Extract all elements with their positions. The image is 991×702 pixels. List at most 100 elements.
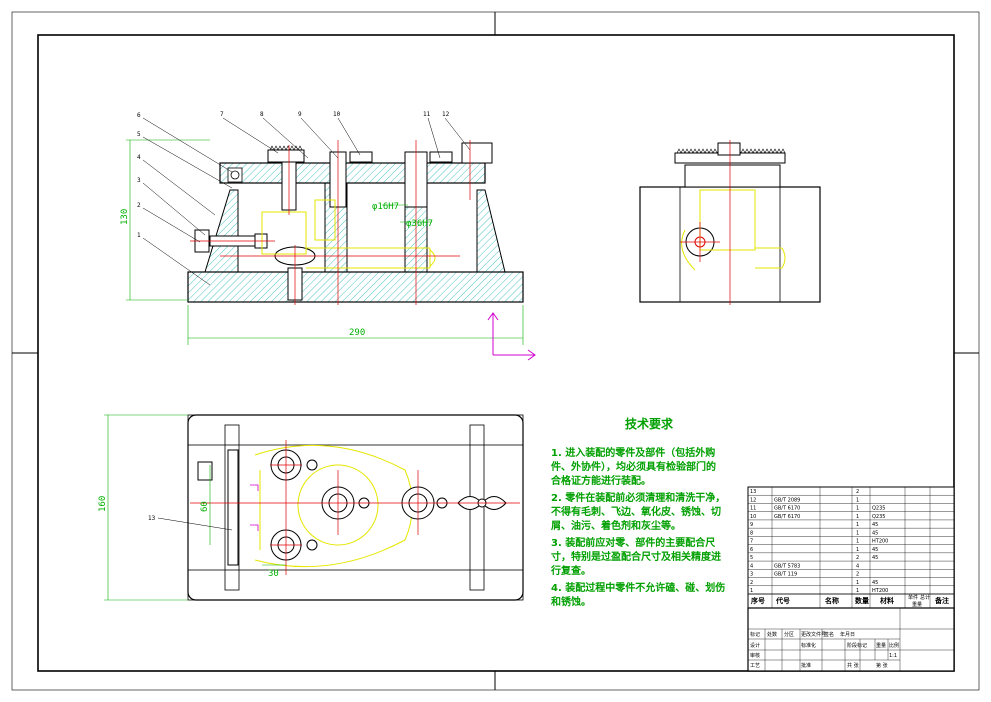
bom-cell-seq: 1 xyxy=(750,588,753,594)
bom-cell-qty: 2 xyxy=(856,489,859,495)
bom-cell-mat: 45 xyxy=(872,522,878,528)
tech-line-7: 3. 装配前应对零、部件的主要配合尺 xyxy=(551,536,715,549)
tech-line-10: 4. 装配过程中零件不允许磕、碰、划伤 xyxy=(551,581,725,594)
front-section-view xyxy=(126,139,536,361)
bom-cell-qty: 1 xyxy=(856,514,859,520)
tb-scale: 比例 xyxy=(889,642,899,649)
bom-cell-seq: 6 xyxy=(750,547,753,553)
callout-9: 9 xyxy=(298,111,302,118)
bom-header-remark: 备注 xyxy=(934,596,949,605)
tech-line-4: 2. 零件在装配前必须清理和清洗干净， xyxy=(551,491,725,504)
bom-header-unit-weight: 单件 xyxy=(908,594,918,601)
callout-10: 10 xyxy=(333,111,341,118)
tb-sheet-no: 第 张 xyxy=(876,662,888,669)
bom-cell-seq: 7 xyxy=(750,539,753,545)
callout-7: 7 xyxy=(220,111,224,118)
tech-line-6: 屑、油污、着色剂和灰尘等。 xyxy=(550,519,681,532)
bom-cell-code: GB/T 5783 xyxy=(774,563,800,569)
callout-1: 1 xyxy=(137,232,141,239)
tb-signature: 签名 xyxy=(824,631,834,638)
bom-cell-mat: 45 xyxy=(872,580,878,586)
tb-count: 处数 xyxy=(767,631,777,638)
bom-header-seq: 序号 xyxy=(750,596,765,605)
bom-cell-code: GB/T 119 xyxy=(774,572,797,578)
bom-cell-qty: 2 xyxy=(856,555,859,561)
callout-12: 12 xyxy=(442,111,450,118)
bom-cell-seq: 12 xyxy=(750,497,756,503)
bom-cell-seq: 13 xyxy=(750,489,756,495)
tech-line-1: 1. 进入装配的零件及部件（包括外购 xyxy=(551,446,715,459)
tb-sheet-total: 共 张 xyxy=(847,662,859,669)
bom-cell-mat: 45 xyxy=(872,530,878,536)
tb-zone: 分区 xyxy=(784,631,794,638)
bom-cell-qty: 1 xyxy=(856,588,859,594)
bom-cell-seq: 11 xyxy=(750,506,756,512)
dim-c: 60 xyxy=(200,501,210,512)
bom-header-qty: 数量 xyxy=(855,596,869,605)
bom-cell-seq: 8 xyxy=(750,530,753,536)
bom-cell-seq: 5 xyxy=(750,555,753,561)
bom-cell-code: GB/T 6170 xyxy=(774,514,800,520)
bom-cell-qty: 1 xyxy=(856,497,859,503)
tb-review: 审核 xyxy=(750,652,760,659)
bom-cell-qty: 1 xyxy=(856,506,859,512)
dim-overall-length: 290 xyxy=(349,328,365,338)
bom-cell-qty: 1 xyxy=(856,580,859,586)
bom-cell-mat: HT200 xyxy=(872,588,888,594)
bom-cell-qty: 1 xyxy=(856,547,859,553)
callout-6: 6 xyxy=(137,112,141,119)
bom-cell-seq: 9 xyxy=(750,522,753,528)
bom-cell-qty: 4 xyxy=(856,563,859,569)
bom-cell-mat: 45 xyxy=(872,547,878,553)
bom-cell-mat: Q235 xyxy=(872,506,885,512)
tb-change-doc: 更改文件号 xyxy=(801,631,826,638)
bom-header-weight: 重量 xyxy=(912,601,922,608)
bom-cell-qty: 1 xyxy=(856,530,859,536)
bom-cell-seq: 2 xyxy=(750,580,753,586)
dim-dia-a: φ16H7 xyxy=(372,202,399,212)
bom-cell-qty: 2 xyxy=(856,572,859,578)
bom-cell-qty: 1 xyxy=(856,522,859,528)
tb-design: 设计 xyxy=(750,642,760,649)
bom-header-code: 代号 xyxy=(775,596,790,605)
bom-cell-mat: 45 xyxy=(872,555,878,561)
tb-scale-value: 1:1 xyxy=(889,653,897,659)
technical-requirements: 技术要求 1. 进入装配的零件及部件（包括外购 件、外协件），均必须具有检验部门… xyxy=(550,416,725,608)
dim-dia-b: φ36H7 xyxy=(406,219,433,229)
bom-cell-qty: 1 xyxy=(856,539,859,545)
bom-header-total-weight: 总计 xyxy=(920,594,930,601)
tb-mark: 标记 xyxy=(750,631,760,638)
top-view xyxy=(104,414,524,601)
tb-stage-mark: 阶段标记 xyxy=(847,642,867,649)
bom-cell-code: GB/T 2089 xyxy=(774,497,800,503)
tech-line-11: 和锈蚀。 xyxy=(550,595,591,608)
bom-cell-mat: HT200 xyxy=(872,539,888,545)
tech-line-8: 寸，特别是过盈配合尺寸及相关精度进 xyxy=(551,550,721,563)
bom-cell-seq: 10 xyxy=(750,514,756,520)
tech-line-2: 件、外协件），均必须具有检验部门的 xyxy=(551,460,716,473)
dim-plan-width: 160 xyxy=(98,496,108,512)
tb-process: 工艺 xyxy=(750,663,760,669)
sheet-frame xyxy=(11,11,980,691)
tb-approve: 批准 xyxy=(801,662,811,669)
bom-cell-mat: Q235 xyxy=(872,514,885,520)
bom-header-material: 材料 xyxy=(879,596,894,605)
tb-standardize: 标准化 xyxy=(801,642,816,649)
tech-line-9: 行复查。 xyxy=(550,564,591,577)
callout-11: 11 xyxy=(423,111,431,118)
tb-weight: 重量 xyxy=(876,642,886,649)
callout-8: 8 xyxy=(260,111,264,118)
side-view xyxy=(639,140,821,305)
callout-13: 13 xyxy=(148,515,156,522)
bom-header-name: 名称 xyxy=(825,596,839,605)
dim-overall-height: 130 xyxy=(120,209,130,225)
tech-title: 技术要求 xyxy=(625,416,674,431)
bom-cell-code: GB/T 6170 xyxy=(774,506,800,512)
callout-5: 5 xyxy=(137,131,141,138)
callout-3: 3 xyxy=(137,177,141,184)
bom-cell-seq: 4 xyxy=(750,563,753,569)
bom-cell-seq: 3 xyxy=(750,572,753,578)
callout-4: 4 xyxy=(137,154,141,161)
